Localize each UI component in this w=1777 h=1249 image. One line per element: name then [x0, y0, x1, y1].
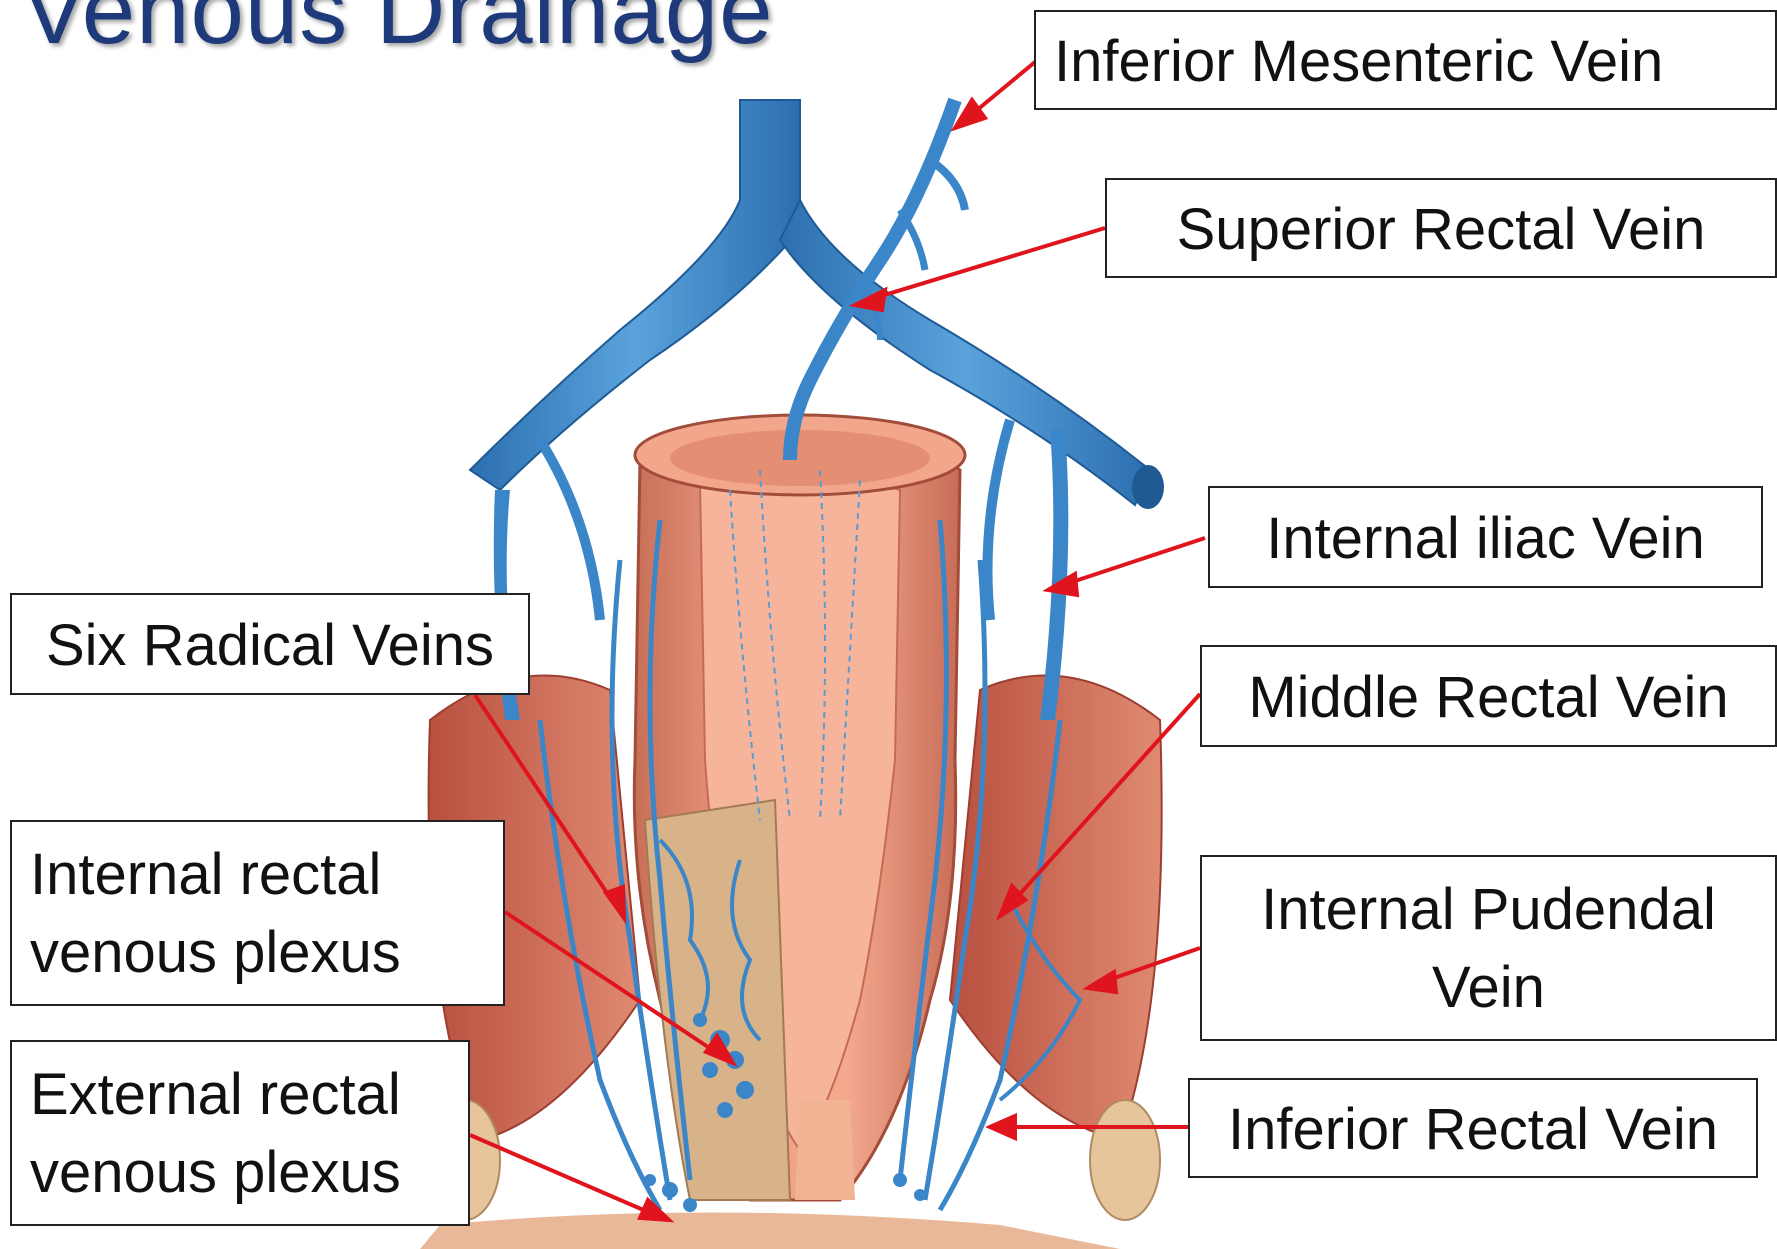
- label-line-1: Internal rectal: [30, 836, 503, 914]
- label-line-2: venous plexus: [30, 914, 503, 992]
- label-text: Six Radical Veins: [12, 595, 528, 697]
- perineum-skin: [420, 1213, 1120, 1249]
- label-superior-rectal-vein: Superior Rectal Vein: [1105, 178, 1777, 278]
- label-line-1: External rectal: [30, 1056, 468, 1134]
- label-line-2: venous plexus: [30, 1134, 468, 1212]
- label-internal-rectal-plexus: Internal rectal venous plexus: [10, 820, 505, 1006]
- label-internal-iliac-vein: Internal iliac Vein: [1208, 486, 1763, 588]
- label-text: Middle Rectal Vein: [1202, 647, 1775, 749]
- right-ischial-bone: [1090, 1100, 1160, 1220]
- label-text: Internal iliac Vein: [1210, 488, 1761, 590]
- anal-canal: [795, 1100, 855, 1200]
- label-inferior-mesenteric-vein: Inferior Mesenteric Vein: [1034, 10, 1777, 110]
- label-internal-pudendal-vein: Internal Pudendal Vein: [1200, 855, 1777, 1041]
- label-line-2: Vein: [1202, 949, 1775, 1027]
- anal-mucosa-left: [645, 800, 790, 1200]
- label-text: Superior Rectal Vein: [1107, 180, 1775, 280]
- label-line-1: Internal Pudendal: [1202, 871, 1775, 949]
- label-text: Inferior Rectal Vein: [1190, 1080, 1756, 1180]
- label-middle-rectal-vein: Middle Rectal Vein: [1200, 645, 1777, 747]
- vein-cut-end: [1132, 465, 1164, 509]
- label-inferior-rectal-vein: Inferior Rectal Vein: [1188, 1078, 1758, 1178]
- label-external-rectal-plexus: External rectal venous plexus: [10, 1040, 470, 1226]
- label-text: Inferior Mesenteric Vein: [1054, 12, 1775, 112]
- page-title: Venous Drainage: [22, 0, 774, 66]
- label-six-radical-veins: Six Radical Veins: [10, 593, 530, 695]
